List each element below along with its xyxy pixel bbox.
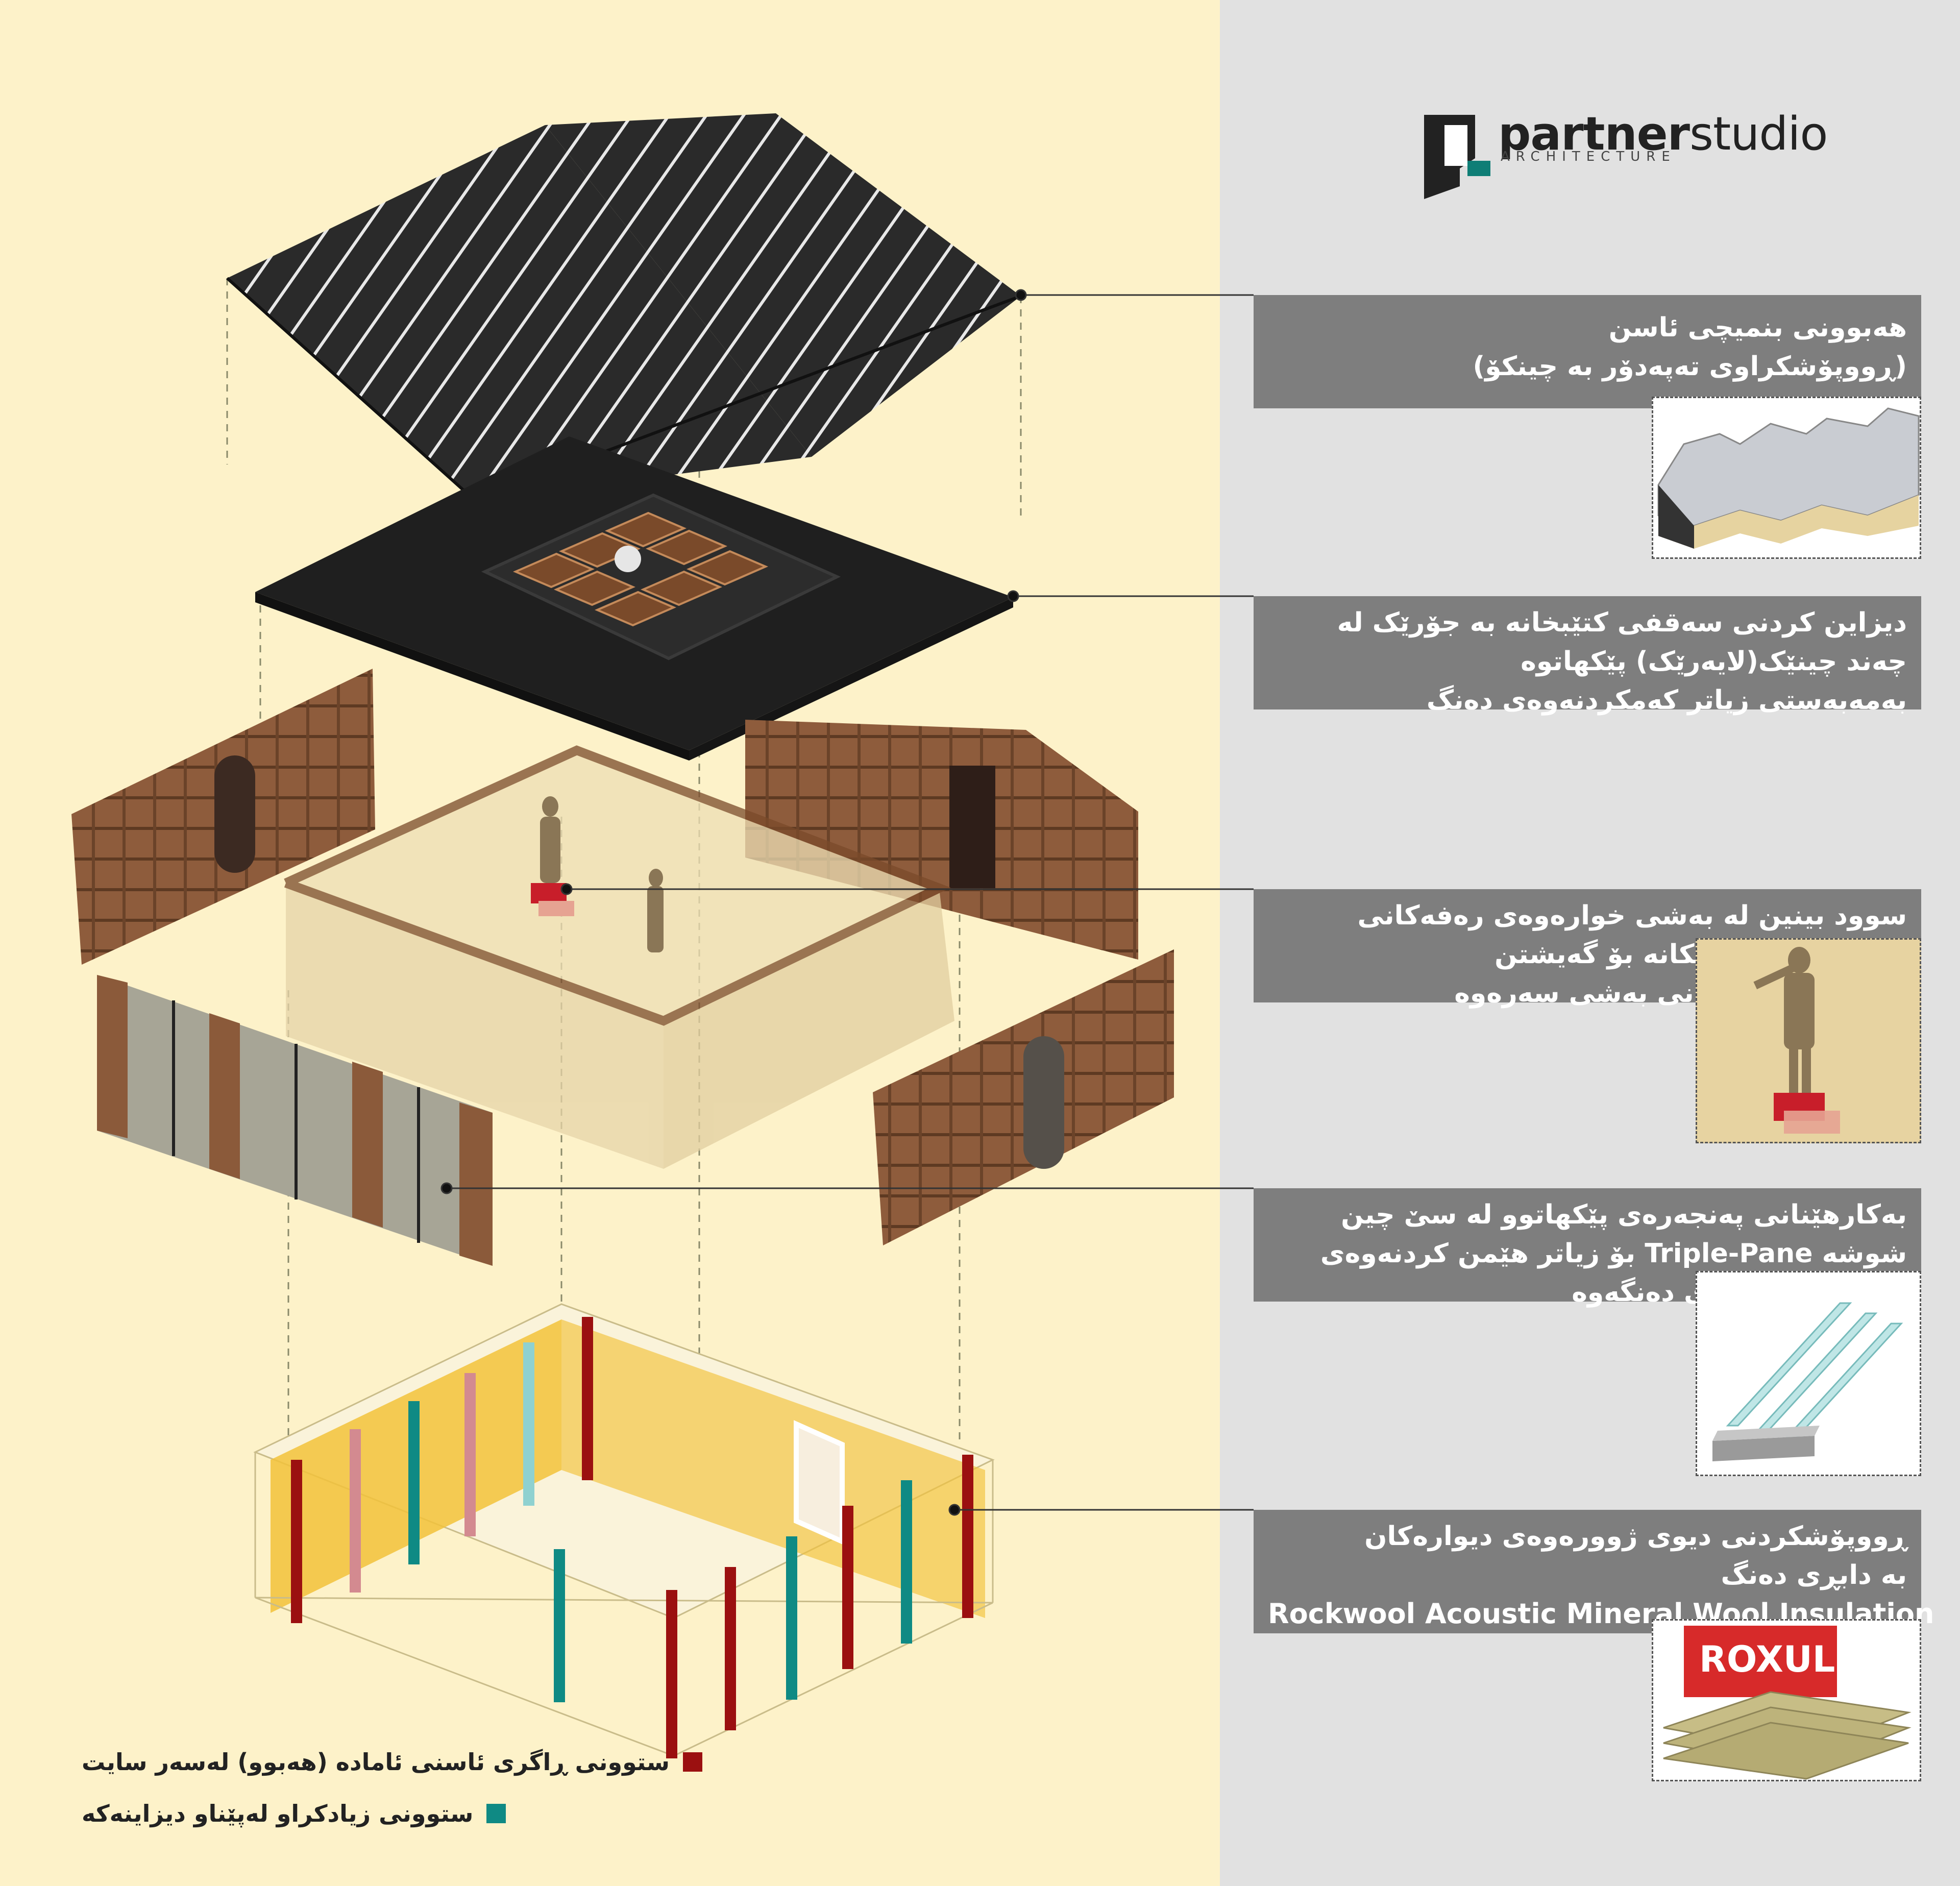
roof-right-slope xyxy=(545,113,1021,457)
person-silhouettes xyxy=(540,796,664,952)
front-right-bookshelf xyxy=(873,949,1174,1245)
new-column xyxy=(523,1342,534,1506)
existing-column xyxy=(842,1506,853,1669)
callout-insulation: ڕووپۆشکردنی دیوی ژوورەوەی دیوارەکان بە د… xyxy=(1254,1510,1934,1633)
brand-logo: partnerstudio ARCHITECTURE xyxy=(1419,107,1828,199)
ghost-room xyxy=(284,745,954,1169)
callout-line: چەند چینێک(لایەرێک) پێکهاتوە xyxy=(1521,646,1907,677)
callout-line: بەمەبەستی زیاتر کەمکردنەوەی دەنگ xyxy=(1426,685,1907,716)
sandwich-panel-icon xyxy=(1657,407,1920,549)
callout-line: شوشە Triple-Pane بۆ زیاتر هێمن کردنەوەی xyxy=(1320,1238,1907,1269)
existing-column xyxy=(291,1460,302,1623)
callout-line: ڕووپۆشکردنی دیوی ژوورەوەی دیوارەکان xyxy=(1364,1521,1907,1552)
legend-new-columns: ستوونی زیادکراو لەپێناو دیزاینەکە xyxy=(82,1800,506,1827)
legend-existing-columns: ستوونی ڕاگری ئاسنی ئامادە (هەبوو) لەسەر … xyxy=(82,1748,702,1776)
callout-line: هەبوونی بنمیچی ئاسن xyxy=(1608,312,1907,343)
rockwool-brand-text: ROXUL xyxy=(1699,1638,1835,1680)
callout-line: بە دابڕی دەنگ xyxy=(1721,1560,1907,1590)
existing-column xyxy=(350,1429,361,1593)
front-glass-wall xyxy=(97,975,493,1266)
ceiling-coffers xyxy=(512,511,769,627)
existing-column xyxy=(464,1373,476,1536)
callout-ceiling: دیزاین کردنی سەقفی کتێبخانە بە جۆرێک لە … xyxy=(1254,596,1921,716)
step-ladder xyxy=(531,883,574,916)
insulation-right-wall xyxy=(561,1319,985,1618)
roof-layer xyxy=(226,113,1022,502)
new-column xyxy=(408,1401,420,1564)
new-column xyxy=(554,1549,565,1702)
legend-label: ستوونی ڕاگری ئاسنی ئامادە (هەبوو) لەسەر … xyxy=(82,1748,670,1776)
callout-line: سوود بینین لە بەشی خوارەوەی رەفەکانی xyxy=(1357,900,1907,931)
brand-mark-icon xyxy=(1424,115,1490,199)
back-left-bookshelf xyxy=(71,669,375,965)
callout-line: (ڕووپۆشکراوی تەپەدۆر بە چینکۆ) xyxy=(1473,351,1907,382)
callout-line: بەکارهێنانی پەنجەرەی پێکهاتوو لە سێ چین xyxy=(1341,1199,1907,1230)
existing-column xyxy=(725,1567,736,1730)
existing-column xyxy=(666,1590,677,1758)
rockwool-insulation-photo: ROXUL xyxy=(1652,1619,1921,1781)
brand-tagline: ARCHITECTURE xyxy=(1501,149,1676,164)
legend-swatch-new xyxy=(486,1804,506,1823)
callout-line: دیزاین کردنی سەقفی کتێبخانە بە جۆرێک لە xyxy=(1337,607,1907,638)
callout-roof: هەبوونی بنمیچی ئاسن (ڕووپۆشکراوی تەپەدۆر… xyxy=(1254,295,1921,408)
existing-column xyxy=(962,1455,973,1618)
triple-pane-window-icon xyxy=(1712,1302,1903,1461)
rockwool-insulation-icon: ROXUL xyxy=(1653,1621,1920,1780)
ceiling-layer xyxy=(255,436,1013,761)
back-right-bookshelf xyxy=(745,720,1138,960)
brand-name: partnerstudio xyxy=(1498,107,1828,161)
existing-column xyxy=(582,1317,593,1480)
new-column xyxy=(786,1536,797,1700)
roof-left-slope xyxy=(227,125,812,500)
reading-person-icon xyxy=(1697,940,1920,1142)
columns xyxy=(291,1317,973,1758)
new-column xyxy=(901,1480,912,1644)
leader-lines xyxy=(440,289,1254,1516)
callout-glass: بەکارهێنانی پەنجەرەی پێکهاتوو لە سێ چین … xyxy=(1254,1188,1921,1308)
triple-pane-window-photo xyxy=(1696,1271,1921,1476)
reading-person-photo xyxy=(1696,938,1921,1143)
legend-label: ستوونی زیادکراو لەپێناو دیزاینەکە xyxy=(82,1800,474,1827)
legend-swatch-existing xyxy=(682,1752,702,1772)
sandwich-panel-photo xyxy=(1652,397,1921,559)
insulated-room xyxy=(253,1303,995,1757)
